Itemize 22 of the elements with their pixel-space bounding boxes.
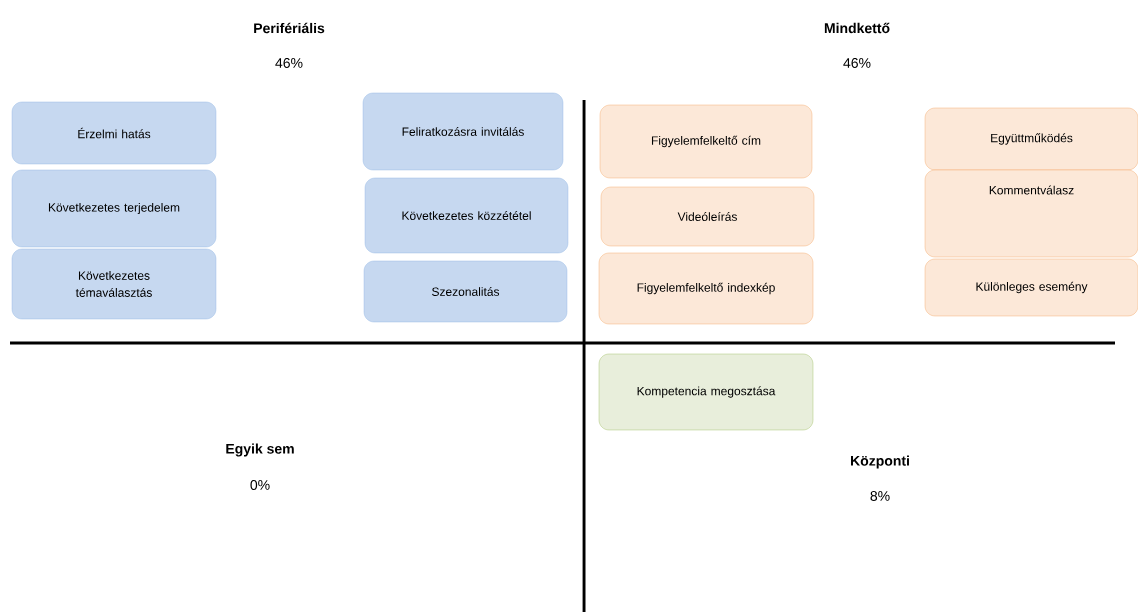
rounded-box: Együttműködés bbox=[924, 107, 1138, 171]
rounded-box: Következetes közzététel bbox=[364, 177, 569, 254]
quadrant-title: Perifériális bbox=[254, 22, 325, 34]
node-label: Együttműködés bbox=[991, 133, 1073, 145]
rounded-box: Szezonalitás bbox=[363, 260, 568, 323]
rounded-box: Különleges esemény bbox=[924, 258, 1138, 317]
rounded-box: Videóleírás bbox=[600, 186, 815, 247]
rounded-box: Figyelemfelkeltő cím bbox=[599, 104, 813, 179]
rounded-box: Feliratkozásra invitálás bbox=[362, 92, 564, 171]
rounded-box: Érzelmi hatás bbox=[11, 101, 217, 165]
percentage-label: 46% bbox=[275, 58, 303, 68]
rounded-box: Kommentválasz bbox=[924, 169, 1138, 258]
rounded-box: Következetes terjedelem bbox=[11, 169, 217, 248]
rounded-box: Figyelemfelkeltő indexkép bbox=[598, 252, 814, 325]
rounded-box: Következetes témaválasztás bbox=[11, 248, 217, 320]
percentage-label: 8% bbox=[870, 491, 890, 501]
rounded-box: Kompetencia megosztása bbox=[598, 353, 814, 431]
quadrant-title: Mindkettő bbox=[824, 22, 890, 34]
quadrant-title: Egyik sem bbox=[226, 443, 294, 457]
percentage-label: 46% bbox=[843, 58, 871, 68]
percentage-label: 0% bbox=[250, 480, 270, 490]
quadrant-title: Központi bbox=[851, 455, 909, 469]
